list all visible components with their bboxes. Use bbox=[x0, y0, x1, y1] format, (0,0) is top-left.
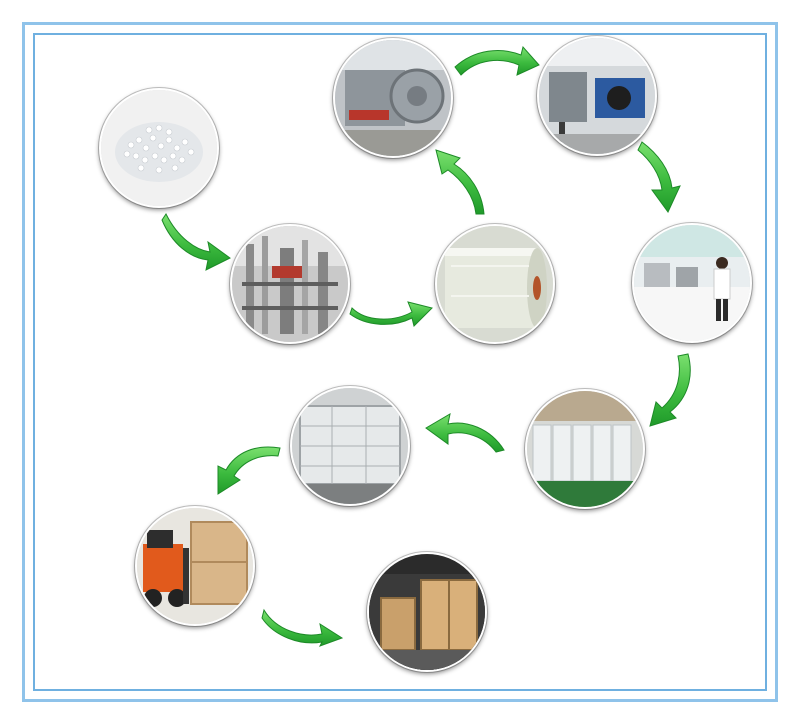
arrow-slitting-to-lab-icon bbox=[637, 141, 681, 213]
lab-testing-image bbox=[632, 223, 752, 343]
arrow-finished-rolls-to-packing-icon bbox=[425, 413, 505, 453]
film-roll-image bbox=[435, 224, 555, 344]
arrow-lab-to-finished-rolls-icon bbox=[649, 353, 691, 427]
diagram-frame-inner bbox=[33, 33, 767, 691]
extrusion-line-image bbox=[230, 224, 350, 344]
forklift-loading-image bbox=[135, 506, 255, 626]
arrow-extrusion-to-film-roll-icon bbox=[349, 301, 433, 327]
arrow-stretching-to-slitting-icon bbox=[454, 45, 540, 76]
stretching-machine-image bbox=[333, 38, 453, 158]
arrow-film-roll-to-stretching-icon bbox=[435, 149, 485, 215]
container-shipping-image bbox=[367, 552, 487, 672]
film-rolls-pallet-image bbox=[525, 389, 645, 509]
resin-pellets-image bbox=[99, 88, 219, 208]
arrow-packing-to-forklift-icon bbox=[217, 446, 281, 495]
arrow-pellets-to-extrusion-icon bbox=[161, 213, 231, 271]
packed-crates-image bbox=[290, 386, 410, 506]
arrow-forklift-to-container-icon bbox=[261, 608, 344, 647]
slitting-machine-image bbox=[537, 36, 657, 156]
